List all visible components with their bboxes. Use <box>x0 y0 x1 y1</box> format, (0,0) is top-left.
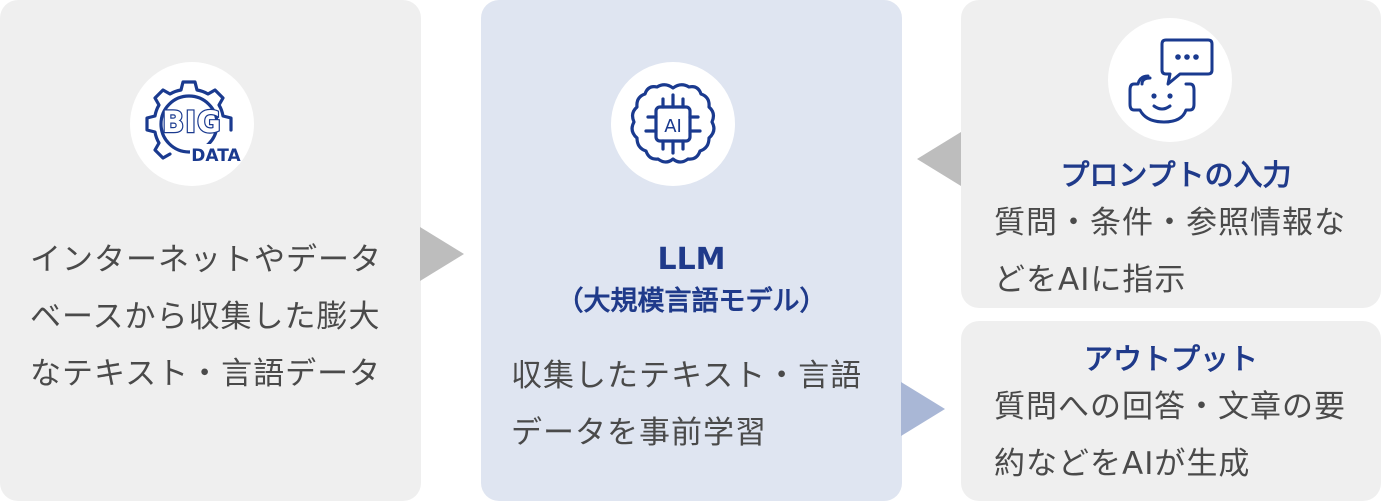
chatbot-speech-bubble-icon <box>1128 38 1214 124</box>
llm-line-2: データを事前学習 <box>511 415 767 451</box>
llm-title: LLM <box>657 242 726 277</box>
big-data-line-3: なテキスト・言語データ <box>30 356 382 392</box>
data-text: DATA <box>191 146 241 166</box>
prompt-title: プロンプトの入力 <box>1060 158 1292 192</box>
big-data-icon-circle: BIG DATA <box>130 62 254 186</box>
big-data-line-1: インターネットやデータ <box>30 242 382 278</box>
llm-icon-circle: AI <box>611 62 735 186</box>
output-panel: アウトプット 質問への回答・文章の要 約などをAIが生成 <box>961 321 1381 501</box>
ai-brain-icon: AI <box>630 83 716 164</box>
prompt-icon-circle <box>1108 18 1232 142</box>
llm-subtitle: （大規模言語モデル） <box>556 286 827 317</box>
llm-line-1: 収集したテキスト・言語 <box>511 358 863 394</box>
output-title: アウトプット <box>1083 342 1258 376</box>
llm-panel: AI LLM （大規模言語モデル） 収集したテキスト・言語 データを事前学習 <box>481 0 902 501</box>
output-description: 質問への回答・文章の要 約などをAIが生成 <box>994 379 1346 493</box>
prompt-line-2: どをAIに指示 <box>994 262 1187 298</box>
big-data-description: インターネットやデータ ベースから収集した膨大 なテキスト・言語データ <box>30 232 382 403</box>
prompt-description: 質問・条件・参照情報な どをAIに指示 <box>994 195 1346 309</box>
prompt-panel: プロンプトの入力 質問・条件・参照情報な どをAIに指示 <box>961 0 1381 308</box>
output-line-1: 質問への回答・文章の要 <box>994 389 1346 425</box>
big-data-gear-icon: BIG DATA <box>145 80 242 166</box>
llm-description: 収集したテキスト・言語 データを事前学習 <box>511 348 862 462</box>
big-text: BIG <box>162 105 222 139</box>
prompt-line-1: 質問・条件・参照情報な <box>994 205 1346 241</box>
arrow-bigdata-to-llm <box>420 227 464 281</box>
big-data-line-2: ベースから収集した膨大 <box>30 299 381 335</box>
arrow-llm-to-output <box>901 382 945 436</box>
output-line-2: 約などをAIが生成 <box>994 446 1251 482</box>
big-data-panel: BIG DATA インターネットやデータ ベースから収集した膨大 なテキスト・言… <box>0 0 421 501</box>
arrow-prompt-to-llm <box>917 132 961 186</box>
ai-text: AI <box>664 116 682 137</box>
